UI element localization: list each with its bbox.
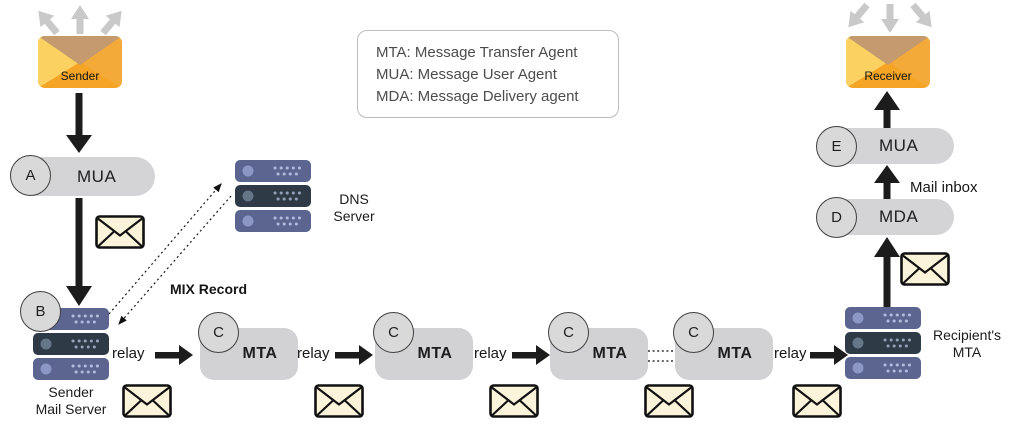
mail-icon [644,384,694,418]
relay-arrow-1-icon [155,344,193,366]
mail-inbox-label: Mail inbox [910,179,978,196]
mail-icon [792,384,842,418]
legend-line-mda: MDA: Message Delivery agent [376,88,579,105]
receiver-envelope-icon: Receiver [846,36,930,88]
node-mta-1-label: MTA [242,345,278,362]
arrow-up-server-to-mda-icon [874,237,900,307]
node-mua-a-badge: A [10,155,51,196]
node-mua-e-label: MUA [879,136,919,155]
mail-icon [122,384,172,418]
receiver-broadcast-arrows-icon [842,3,938,34]
node-mta-2-label: MTA [417,345,453,362]
sender-mail-server-label: Sender Mail Server [35,384,107,417]
sender-broadcast-arrows-icon [32,4,128,35]
arrow-up-mda-to-mua-icon [874,165,900,199]
node-mua-a-label: MUA [77,166,117,186]
mail-icon [489,384,539,418]
relay-label-2: relay [297,345,330,362]
sender-envelope-icon: Sender [38,36,122,88]
mix-record-dashed-arrows-icon [108,183,232,325]
node-mda-badge: D [816,197,857,238]
relay-arrow-2-icon [335,344,373,366]
dns-server-label: DNS Server [333,191,375,224]
node-mua-e-badge: E [816,126,857,167]
sender-label: Sender [60,69,100,83]
arrow-down-sender-to-mua-icon [66,93,92,153]
arrow-up-mua-to-receiver-icon [874,91,900,128]
recipient-mta-label: Recipient's MTA [932,327,1002,360]
legend-line-mua: MUA: Message User Agent [376,66,557,83]
node-mta-3-label: MTA [592,345,628,362]
node-mta-4-badge: C [673,312,714,353]
mix-record-label: MIX Record [170,281,248,297]
arrow-down-mua-to-server-icon [66,198,92,306]
mail-icon [314,384,364,418]
sender-mail-server-badge: B [20,291,61,332]
legend-box: MTA: Message Transfer Agent MUA: Message… [357,30,619,118]
legend-line-mta: MTA: Message Transfer Agent [376,44,578,61]
node-mda-label: MDA [879,207,919,226]
receiver-label: Receiver [864,69,912,83]
node-mta-4: MTA [675,328,773,380]
node-mta-1-badge: C [198,312,239,353]
relay-label-4: relay [774,345,807,362]
node-mta-3-badge: C [548,312,589,353]
relay-label-1: relay [112,345,145,362]
relay-label-3: relay [474,345,507,362]
node-mta-4-label: MTA [717,345,753,362]
dotted-connector-icon [648,350,674,362]
recipient-mta-server-icon [845,307,921,379]
relay-arrow-3-icon [512,344,550,366]
mail-icon [900,252,950,286]
dns-server-icon [235,160,311,232]
relay-arrow-4-icon [810,344,848,366]
node-mta-2-badge: C [373,312,414,353]
